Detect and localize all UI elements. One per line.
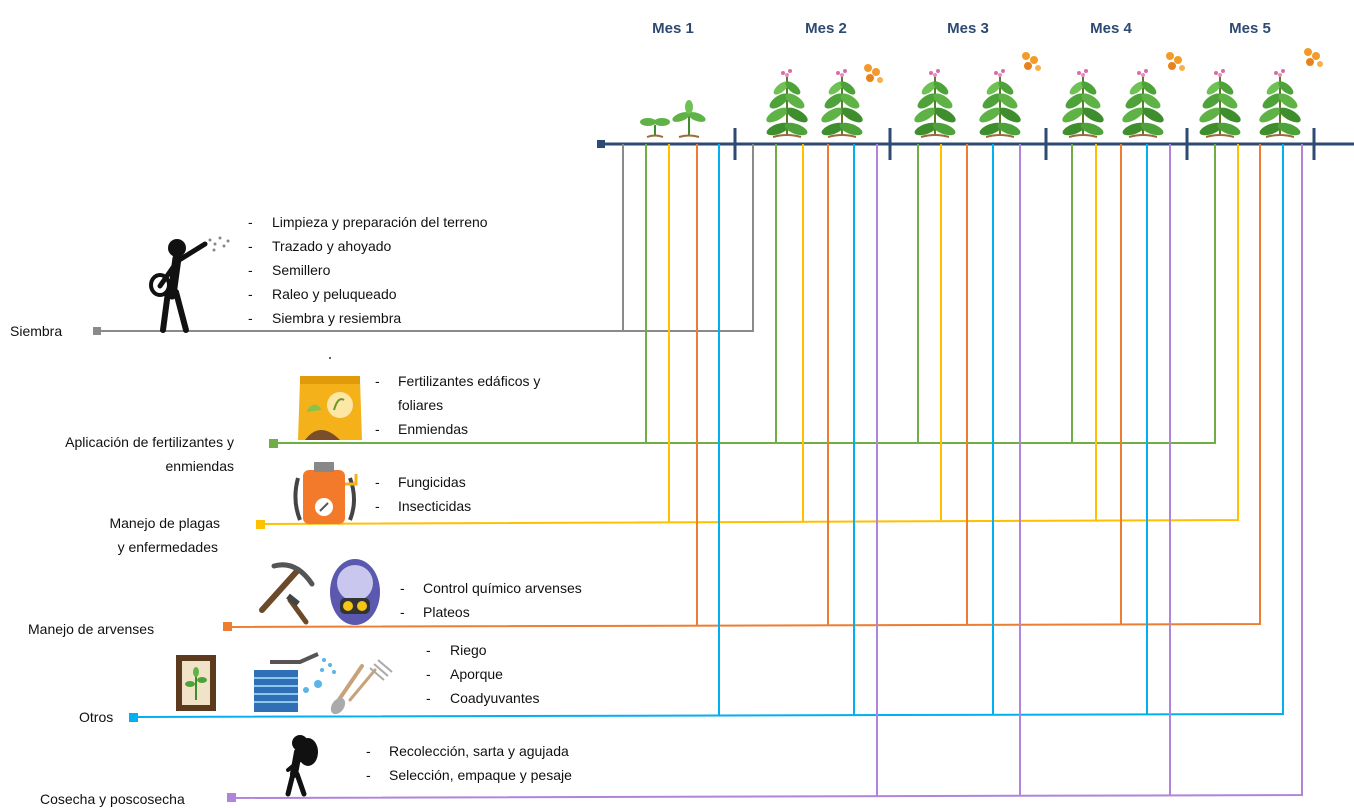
month-4-label: Mes 4 (1090, 20, 1132, 37)
svg-text:-: - (366, 743, 371, 759)
activity-item: foliares (398, 397, 443, 413)
fertilizacion-label-line-1: Aplicación de fertilizantes y (65, 434, 234, 450)
otros-connector (133, 144, 1284, 718)
siembra-label: Siembra (10, 323, 62, 339)
otros-marker (129, 713, 138, 722)
activity-item: Aporque (450, 666, 503, 682)
activity-item: Fungicidas (398, 474, 466, 490)
svg-text:-: - (426, 642, 431, 658)
month-1-label: Mes 1 (652, 20, 694, 37)
activity-item: Siembra y resiembra (272, 310, 401, 326)
cosecha-activities: - - Recolección, sarta y agujada Selecci… (366, 743, 572, 783)
svg-text:-: - (400, 604, 405, 620)
activity-item: Trazado y ahoyado (272, 238, 392, 254)
activity-item: Recolección, sarta y agujada (389, 743, 569, 759)
tobacco-plant-icon (911, 68, 959, 139)
sprayer-icon (293, 462, 358, 524)
tobacco-plant-icon (1119, 68, 1167, 139)
svg-text:-: - (426, 690, 431, 706)
svg-text:-: - (248, 214, 253, 230)
plagas-activities: - - Fungicidas Insecticidas (375, 474, 471, 514)
shovel-rake-icon (330, 659, 393, 715)
month-3-label: Mes 3 (947, 20, 989, 37)
svg-text:-: - (400, 580, 405, 596)
svg-text:-: - (426, 666, 431, 682)
flower-icon (1166, 52, 1185, 71)
harvester-person-icon (285, 735, 318, 797)
timeline-start-marker (597, 140, 605, 148)
pickaxe-icon (259, 562, 315, 625)
activity-item: Insecticidas (398, 498, 471, 514)
svg-text:-: - (248, 310, 253, 326)
flower-icon (1022, 52, 1041, 71)
tobacco-plant-icon (818, 68, 866, 139)
tobacco-plant-icon (1256, 68, 1304, 139)
tobacco-plant-icon (763, 68, 811, 139)
month-headers: Mes 1 Mes 2 Mes 3 Mes 4 Mes 5 (652, 20, 1271, 37)
irrigation-hose-icon (254, 652, 336, 712)
svg-text:-: - (375, 421, 380, 437)
activity-item: Limpieza y preparación del terreno (272, 214, 488, 230)
plagas-marker (256, 520, 265, 529)
seedling-icon (672, 100, 706, 138)
activity-item: Control químico arvenses (423, 580, 582, 596)
flower-icon (1304, 48, 1323, 67)
fertilizer-bag-icon (298, 376, 362, 440)
activity-item: Fertilizantes edáficos y (398, 373, 540, 389)
arvenses-marker (223, 622, 232, 631)
cosecha-label: Cosecha y poscosecha (40, 791, 185, 807)
fertilizacion-connector (274, 144, 1216, 444)
fertilizacion-label-line-2: enmiendas (166, 458, 235, 474)
siembra-connector (101, 144, 754, 332)
siembra-marker (93, 327, 101, 335)
arvenses-activities: - - Control químico arvenses Plateos (400, 580, 582, 620)
otros-activities: - - - Riego Aporque Coadyuvantes (426, 642, 540, 706)
seedling-icon (640, 118, 670, 138)
person-sowing-seeds-icon (149, 236, 230, 333)
svg-text:-: - (375, 498, 380, 514)
activity-item: Enmiendas (398, 421, 468, 437)
dot (329, 357, 331, 359)
svg-text:-: - (248, 286, 253, 302)
tobacco-plant-icon (976, 68, 1024, 139)
month-2-label: Mes 2 (805, 20, 847, 37)
plants-row (640, 48, 1323, 139)
gas-mask-icon (330, 559, 380, 625)
arvenses-label: Manejo de arvenses (28, 621, 154, 637)
activity-item: Plateos (423, 604, 470, 620)
activity-item: Selección, empaque y pesaje (389, 767, 572, 783)
flower-icon (864, 64, 883, 83)
plant-frame-icon (176, 655, 216, 711)
timeline-axis (597, 128, 1354, 160)
activity-item: Riego (450, 642, 487, 658)
fertilizacion-marker (269, 439, 278, 448)
fertilizacion-activities: - - Fertilizantes edáficos y foliares En… (375, 373, 540, 437)
svg-text:-: - (375, 474, 380, 490)
siembra-activities: - - - - - Limpieza y preparación del ter… (248, 214, 488, 326)
plagas-connector (260, 144, 1239, 525)
tobacco-plant-icon (1059, 68, 1107, 139)
plagas-label-line-1: Manejo de plagas (109, 515, 220, 531)
svg-text:-: - (248, 238, 253, 254)
otros-label: Otros (79, 709, 113, 725)
activity-item: Raleo y peluqueado (272, 286, 397, 302)
tobacco-plant-icon (1196, 68, 1244, 139)
svg-text:-: - (366, 767, 371, 783)
activity-item: Semillero (272, 262, 331, 278)
activity-item: Coadyuvantes (450, 690, 540, 706)
plagas-label-line-2: y enfermedades (118, 539, 218, 555)
cosecha-connector (231, 144, 1303, 799)
arvenses-connector (227, 144, 1261, 628)
svg-text:-: - (375, 373, 380, 389)
month-5-label: Mes 5 (1229, 20, 1271, 37)
cosecha-marker (227, 793, 236, 802)
svg-text:-: - (248, 262, 253, 278)
